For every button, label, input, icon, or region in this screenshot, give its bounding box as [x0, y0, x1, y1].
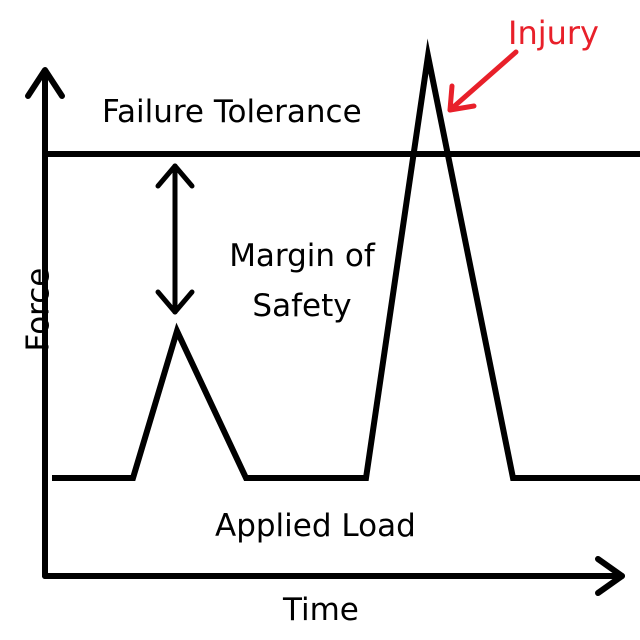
- failure-tolerance-label: Failure Tolerance: [102, 94, 362, 130]
- margin-of-safety-arrow: [155, 163, 195, 315]
- injury-arrow: [447, 49, 519, 113]
- margin-of-safety-line1: Margin of: [229, 238, 375, 274]
- x-axis-label: Time: [283, 592, 359, 628]
- applied-load-label: Applied Load: [215, 508, 416, 544]
- margin-of-safety-line2: Safety: [252, 288, 352, 324]
- margin-of-safety-label: Margin of Safety: [222, 231, 382, 331]
- y-axis-arrowhead: [25, 67, 65, 99]
- applied-load-line: [52, 38, 640, 481]
- y-axis-label: Force: [20, 267, 57, 352]
- injury-label: Injury: [508, 14, 599, 52]
- x-axis-arrowhead: [595, 556, 625, 596]
